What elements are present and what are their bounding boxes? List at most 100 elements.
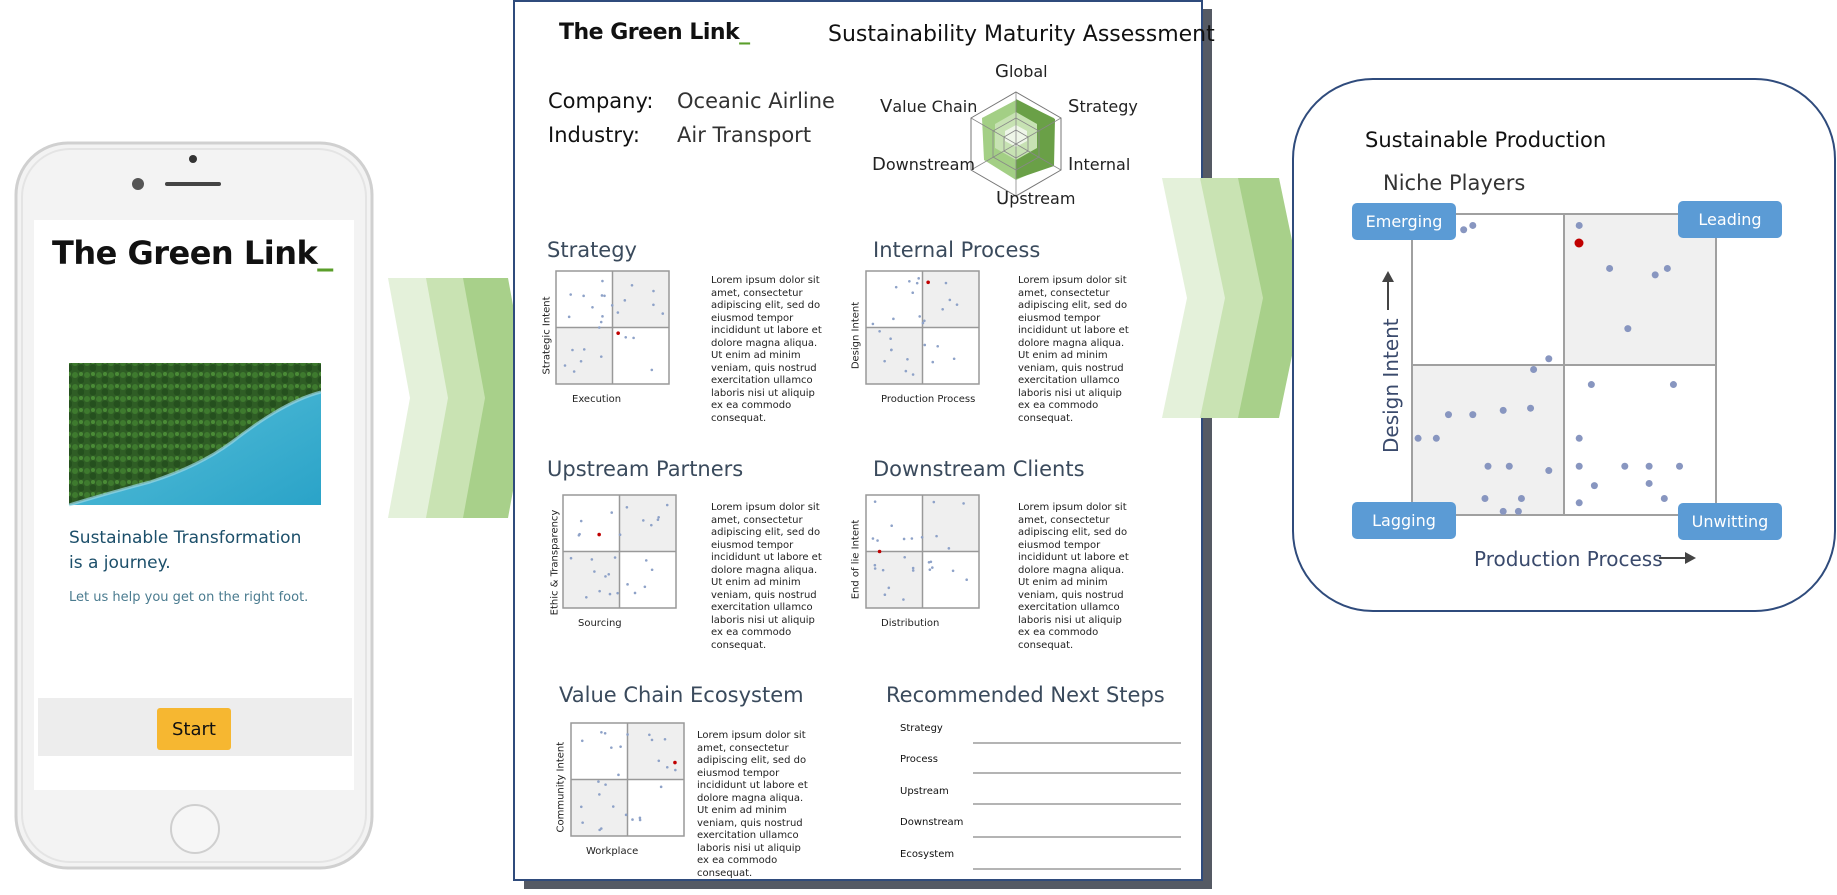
- ecosystem-dot: [638, 816, 642, 820]
- matrix-dot: [1575, 499, 1583, 507]
- phone-headline-line2: is a journey.: [69, 553, 171, 573]
- strategy-dot: [571, 348, 574, 352]
- internal-dot: [931, 360, 935, 364]
- ecosystem-dot: [598, 793, 601, 796]
- upstream-dot: [585, 595, 588, 599]
- ecosystem-dot: [659, 785, 663, 789]
- downstream-highlight-dot: [877, 549, 882, 554]
- radar-label-global: Global: [995, 61, 1048, 82]
- strategy-dot: [624, 335, 628, 339]
- strategy-cell: [556, 271, 613, 328]
- upstream-dot: [610, 511, 614, 514]
- matrix-dot: [1514, 507, 1522, 515]
- report-title: Sustainability Maturity Assessment: [828, 22, 1215, 47]
- section-title-downstream: Downstream Clients: [873, 457, 1085, 481]
- matrix-dot: [1530, 366, 1538, 373]
- upstream-dot: [644, 559, 648, 562]
- ecosystem-dot: [581, 821, 584, 824]
- internal-dot: [955, 303, 959, 306]
- next-step-upstream: Upstream: [900, 786, 949, 797]
- strategy-dot: [572, 370, 576, 373]
- ecosystem-highlight-dot: [673, 760, 677, 765]
- strategy-highlight-dot: [616, 331, 620, 335]
- ecosystem-dot: [631, 818, 634, 821]
- internal-dot: [889, 348, 893, 352]
- matrix-dot: [1645, 462, 1653, 470]
- internal-dot: [952, 357, 956, 361]
- upstream-dot: [616, 591, 619, 595]
- chevron-right-3: [1238, 178, 1304, 418]
- downstream-dot: [927, 560, 931, 564]
- next-step-process: Process: [900, 754, 938, 765]
- downstream-dot: [883, 593, 887, 597]
- next-step-ecosystem: Ecosystem: [900, 849, 955, 860]
- phone-home-button: [170, 804, 220, 854]
- downstream-dot: [947, 547, 951, 550]
- industry-label: Industry:: [548, 123, 640, 147]
- internal-dot: [878, 329, 881, 333]
- upstream-dot: [579, 519, 583, 523]
- ecosystem-ylabel: Community Intent: [555, 741, 567, 833]
- ecosystem-dot: [619, 745, 622, 748]
- downstream-dot: [965, 578, 968, 582]
- downstream-dot: [962, 502, 965, 505]
- internal-dot: [918, 315, 921, 318]
- internal-cell: [922, 327, 979, 384]
- ecosystem-dot: [650, 738, 654, 742]
- ecosystem-dot: [600, 731, 603, 734]
- upstream-dot: [643, 585, 647, 589]
- matrix-dot: [1587, 381, 1595, 389]
- upstream-dot: [607, 573, 611, 576]
- matrix-dot: [1651, 271, 1659, 279]
- upstream-dot: [613, 556, 617, 559]
- matrix-dot: [1481, 495, 1489, 502]
- strategy-dot: [616, 311, 620, 314]
- matrix-dot: [1669, 381, 1677, 389]
- phone-camera: [132, 178, 144, 190]
- downstream-cell: [922, 551, 979, 608]
- matrix-dot: [1663, 264, 1671, 272]
- matrix-dot: [1545, 467, 1553, 475]
- strategy-dot: [600, 294, 604, 297]
- next-step-strategy: Strategy: [900, 723, 943, 734]
- strategy-cell: [556, 327, 613, 384]
- start-button[interactable]: Start: [157, 708, 231, 750]
- internal-dot: [941, 307, 944, 311]
- ecosystem-cell: [571, 779, 628, 836]
- upstream-dot: [633, 591, 637, 595]
- chevron-right-1: [1162, 178, 1228, 418]
- company-label: Company:: [548, 89, 654, 113]
- matrix-dot: [1499, 507, 1507, 515]
- matrix-dot: [1414, 434, 1422, 442]
- matrix-dot: [1624, 325, 1632, 333]
- matrix-dot: [1469, 221, 1477, 229]
- downstream-dot: [873, 567, 877, 570]
- upstream-dot: [656, 518, 660, 522]
- strategy-dot: [603, 294, 606, 298]
- ecosystem-dot: [674, 768, 677, 772]
- internal-dot: [948, 298, 952, 302]
- matrix-subtitle: Niche Players: [1383, 171, 1526, 195]
- strategy-dot: [623, 299, 627, 302]
- matrix-dot: [1432, 434, 1440, 442]
- quadrant-tag-leading: Leading: [1678, 201, 1782, 238]
- downstream-dot: [935, 534, 938, 538]
- upstream-description: Lorem ipsum dolor sit amet, consectetur …: [711, 502, 822, 651]
- radar-label-value-chain: Value Chain: [880, 96, 978, 117]
- downstream-dot: [873, 500, 877, 503]
- matrix-dot: [1676, 462, 1684, 470]
- upstream-cell: [619, 495, 676, 552]
- matrix-y-axis-label: Design Intent: [1379, 318, 1403, 453]
- section-title-internal: Internal Process: [873, 238, 1041, 262]
- downstream-dot: [871, 537, 875, 540]
- internal-dot: [917, 277, 920, 280]
- section-title-strategy: Strategy: [547, 238, 637, 262]
- ecosystem-dot: [648, 733, 651, 737]
- downstream-description: Lorem ipsum dolor sit amet, consectetur …: [1018, 502, 1129, 651]
- downstream-dot: [911, 569, 915, 572]
- downstream-dot: [920, 535, 924, 539]
- upstream-dot: [578, 532, 581, 536]
- phone-earpiece: [165, 182, 221, 186]
- internal-dot: [894, 285, 898, 289]
- upstream-xlabel: Sourcing: [578, 618, 622, 629]
